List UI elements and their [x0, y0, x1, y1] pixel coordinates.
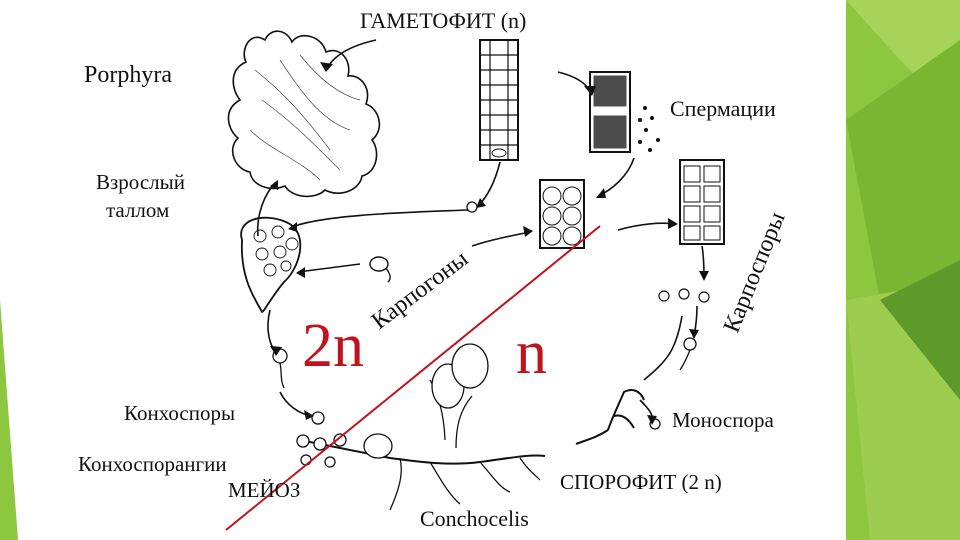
left-green-accent: [0, 300, 18, 540]
label-sporophyte: СПОРОФИТ (2 n): [560, 470, 722, 494]
label-porphyra: Porphyra: [84, 62, 172, 88]
title-gametophyte: ГАМЕТОФИТ (n): [360, 8, 527, 33]
ploidy-dividing-line: [225, 225, 601, 531]
label-ploidy-2n: 2n: [302, 312, 364, 380]
carpospore-filament: [658, 159, 725, 303]
porphyra-thallus: [227, 30, 381, 198]
label-ploidy-n: n: [516, 319, 547, 387]
monospore-germling: [679, 337, 697, 371]
carpogonium-filament: [539, 179, 585, 249]
young-thallus: [240, 216, 302, 313]
label-conchosporangia: Конхоспорангии: [78, 452, 227, 476]
label-adult-thallus-line2: таллом: [106, 198, 170, 222]
conchospore-germling: [272, 348, 288, 389]
thallus-texture: [249, 54, 361, 181]
label-conchospores: Конхоспоры: [124, 401, 236, 425]
germinating-spore: [369, 256, 391, 283]
sporophyte-branches: [575, 389, 645, 445]
label-adult-thallus-line1: Взрослый: [96, 170, 185, 194]
label-conchocelis: Conchocelis: [420, 506, 529, 531]
label-spermatia: Спермации: [670, 96, 776, 121]
conchocelis-network: [296, 343, 546, 511]
gametophyte-filament: [479, 39, 519, 161]
label-monospore: Моноспора: [672, 408, 774, 432]
spermatia-filament: [589, 71, 660, 153]
right-green-panel: [846, 0, 960, 540]
spore-markers: [311, 201, 661, 430]
arrow-heads: [270, 62, 709, 425]
label-meiosis: МЕЙОЗ: [228, 478, 301, 502]
